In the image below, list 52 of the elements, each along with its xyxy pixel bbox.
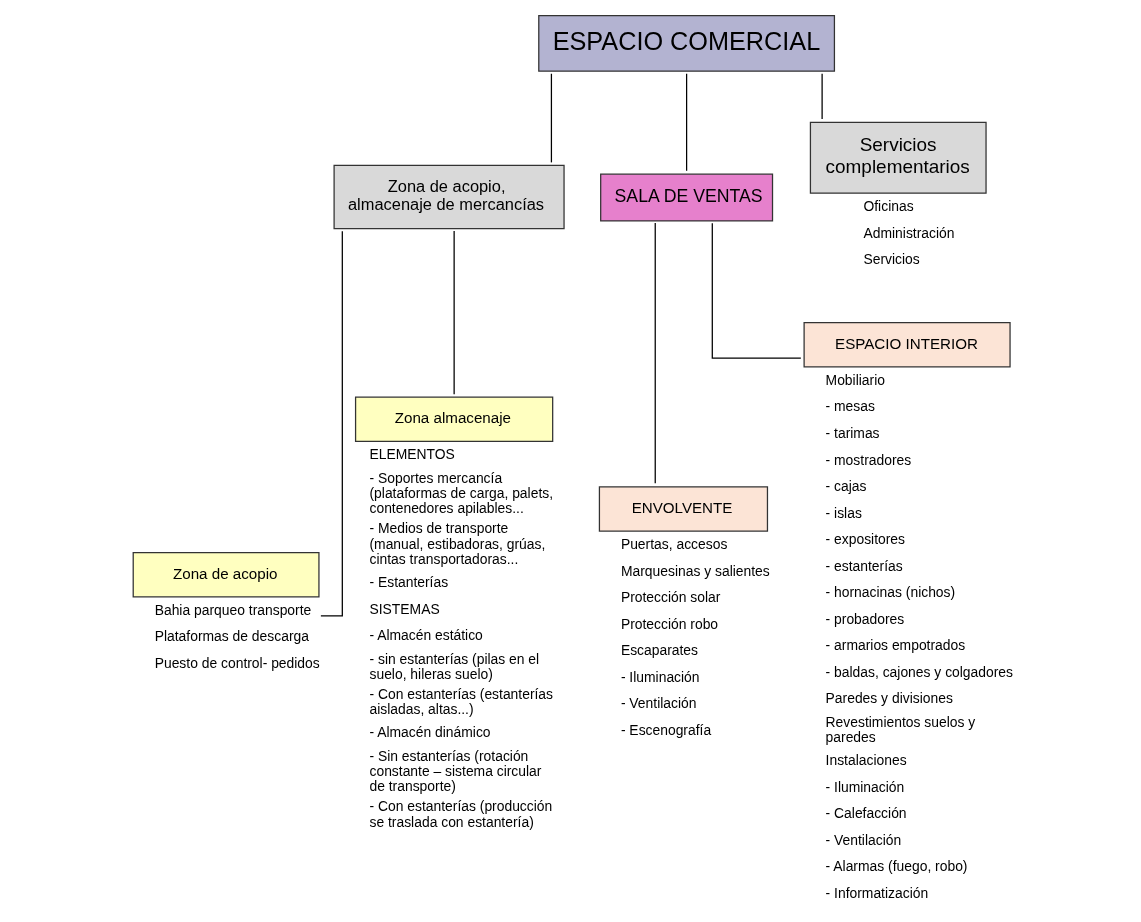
node-label: Administración	[862, 224, 954, 241]
node-label: Servicios	[862, 251, 920, 268]
node-label: - hornacinas (nichos)	[825, 584, 955, 601]
node-label: - Iluminación	[825, 778, 904, 795]
node-label: - Iluminación	[620, 668, 700, 685]
node-label: - Estanterías	[368, 574, 448, 591]
connector	[821, 73, 823, 120]
node-label: - Ventilación	[620, 695, 696, 712]
node-label: - Con estanterías (estanterías aisladas, altas...)	[368, 685, 553, 718]
node-label: Marquesinas y salientes	[620, 562, 770, 579]
node-label: Bahia parqueo transporte	[154, 601, 311, 618]
node-label: Mobiliario	[825, 371, 885, 388]
node-label: - Soportes mercancía (plataformas de carga, palets, contenedores apilables...	[368, 469, 553, 517]
node-label: Protección robo	[620, 615, 718, 632]
node-label: - Con estanterías (producción se traslada con estantería)	[368, 798, 552, 830]
node-label: Oficinas	[862, 198, 914, 215]
node-label: - estanterías	[825, 557, 903, 574]
node-label: ELEMENTOS	[368, 446, 455, 463]
node-label: - sin estanterías (pilas en el suelo, hileras suelo)	[368, 650, 539, 682]
node-label: Plataformas de descarga	[154, 628, 309, 645]
node-label: - cajas	[825, 478, 866, 495]
node-label: Puertas, accesos	[620, 536, 727, 553]
node-label: - baldas, cajones y colgadores	[825, 663, 1013, 680]
node-label: Instalaciones	[825, 752, 907, 769]
connector	[711, 222, 801, 359]
node-label: - expositores	[825, 531, 905, 548]
connector	[453, 230, 455, 395]
node-label: - Informatización	[825, 884, 928, 901]
node-label: Paredes y divisiones	[825, 690, 953, 707]
node-label: - probadores	[825, 610, 904, 627]
node-label: - mostradores	[825, 451, 911, 468]
node-label: - Ventilación	[825, 831, 901, 848]
node-label: SISTEMAS	[368, 600, 440, 617]
node-label: - Escenografía	[620, 721, 711, 738]
node-label: Escaparates	[620, 642, 698, 659]
connector	[319, 230, 343, 617]
node-label: Revestimientos suelos y paredes	[825, 713, 975, 745]
node-label: - Calefacción	[825, 805, 907, 822]
node-label: - Medios de transporte (manual, estibadoras, grúas, cintas transportadoras...	[368, 520, 545, 567]
node-label: - Almacén estático	[368, 627, 483, 644]
node-label: - Alarmas (fuego, robo)	[825, 858, 967, 875]
node-label: - islas	[825, 504, 862, 521]
node-label: Protección solar	[620, 589, 720, 606]
node-label: - tarimas	[825, 425, 880, 442]
node-label: - Almacén dinámico	[368, 724, 491, 741]
node-label: Puesto de control- pedidos	[154, 654, 320, 671]
node-label: - armarios empotrados	[825, 637, 965, 654]
connector	[685, 73, 687, 172]
connector	[654, 222, 656, 484]
node-label: - mesas	[825, 398, 875, 415]
connector	[550, 73, 552, 163]
node-label: - Sin estanterías (rotación constante – sistema circular de transporte)	[368, 747, 541, 795]
